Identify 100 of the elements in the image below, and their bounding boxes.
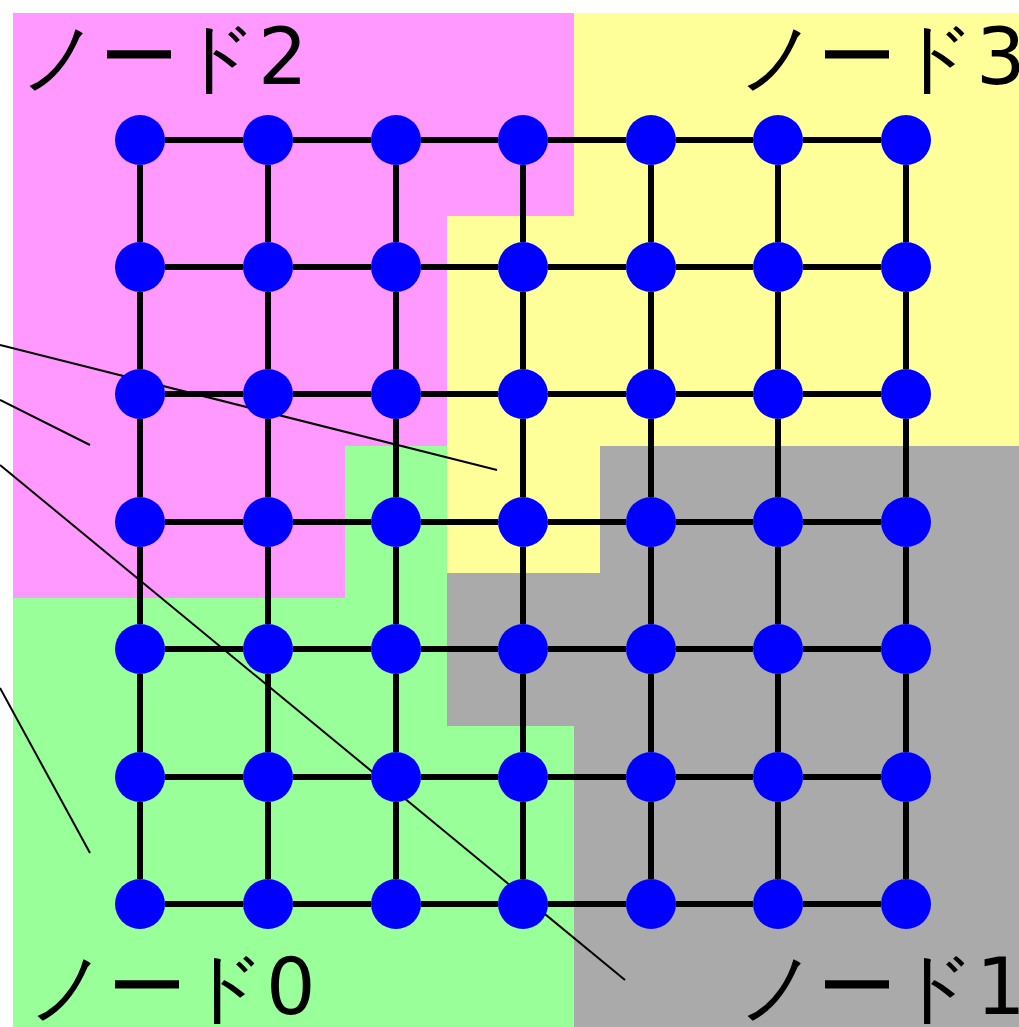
region-label: ノード3 — [738, 18, 1019, 96]
mesh-edge — [137, 802, 143, 879]
mesh-edge — [548, 264, 626, 270]
mesh-node — [626, 624, 676, 674]
mesh-edge — [548, 519, 626, 525]
mesh-edge — [393, 292, 399, 369]
mesh-edge — [548, 391, 626, 397]
mesh-node — [115, 369, 165, 419]
mesh-node — [243, 624, 293, 674]
mesh-edge — [165, 646, 243, 652]
mesh-edge — [903, 165, 909, 242]
mesh-edge — [137, 165, 143, 242]
mesh-node — [115, 879, 165, 929]
mesh-edge — [165, 774, 243, 780]
mesh-node — [115, 497, 165, 547]
mesh-node — [626, 369, 676, 419]
mesh-edge — [293, 519, 371, 525]
mesh-edge — [903, 547, 909, 624]
mesh-edge — [393, 802, 399, 879]
mesh-node — [371, 497, 421, 547]
mesh-edge — [137, 674, 143, 752]
mesh-node — [753, 624, 803, 674]
region-label: ノード2 — [20, 18, 308, 96]
mesh-edge — [165, 391, 243, 397]
mesh-edge — [676, 519, 753, 525]
mesh-edge — [548, 774, 626, 780]
mesh-edge — [265, 419, 271, 497]
mesh-node — [371, 624, 421, 674]
mesh-node — [626, 497, 676, 547]
mesh-edge — [293, 901, 371, 907]
mesh-edge — [548, 646, 626, 652]
mesh-edge — [265, 547, 271, 624]
mesh-node — [498, 752, 548, 802]
mesh-edge — [421, 391, 498, 397]
mesh-node — [498, 115, 548, 165]
mesh-edge — [648, 165, 654, 242]
mesh-node — [753, 369, 803, 419]
mesh-edge — [676, 646, 753, 652]
mesh-edge — [803, 391, 881, 397]
mesh-edge — [648, 419, 654, 497]
mesh-edge — [520, 802, 526, 879]
mesh-edge — [648, 802, 654, 879]
mesh-edge — [393, 674, 399, 752]
mesh-node — [626, 242, 676, 292]
mesh-edge — [775, 674, 781, 752]
mesh-node — [243, 879, 293, 929]
region-label: ノード1 — [738, 948, 1019, 1026]
mesh-node — [881, 624, 931, 674]
mesh-edge — [648, 674, 654, 752]
mesh-edge — [548, 137, 626, 143]
mesh-edge — [293, 264, 371, 270]
mesh-node — [881, 497, 931, 547]
mesh-node — [498, 879, 548, 929]
mesh-edge — [775, 419, 781, 497]
mesh-edge — [648, 292, 654, 369]
mesh-node — [753, 115, 803, 165]
mesh-edge — [293, 646, 371, 652]
mesh-edge — [421, 774, 498, 780]
mesh-edge — [520, 165, 526, 242]
mesh-edge — [293, 137, 371, 143]
mesh-node — [243, 115, 293, 165]
mesh-edge — [293, 391, 371, 397]
mesh-node — [371, 242, 421, 292]
mesh-edge — [137, 292, 143, 369]
mesh-edge — [803, 901, 881, 907]
mesh-edge — [265, 165, 271, 242]
mesh-edge — [676, 901, 753, 907]
mesh-edge — [903, 419, 909, 497]
region-label: ノード0 — [28, 948, 316, 1026]
mesh-edge — [393, 419, 399, 497]
mesh-edge — [421, 646, 498, 652]
mesh-node — [243, 752, 293, 802]
mesh-edge — [803, 519, 881, 525]
mesh-edge — [676, 391, 753, 397]
mesh-node — [881, 369, 931, 419]
mesh-edge — [803, 137, 881, 143]
mesh-edge — [421, 264, 498, 270]
mesh-node — [753, 752, 803, 802]
mesh-node — [371, 879, 421, 929]
mesh-edge — [775, 547, 781, 624]
mesh-edge — [520, 674, 526, 752]
mesh-node — [115, 115, 165, 165]
mesh-node — [881, 242, 931, 292]
mesh-node — [753, 497, 803, 547]
mesh-node — [498, 242, 548, 292]
mesh-edge — [421, 519, 498, 525]
mesh-node — [498, 624, 548, 674]
mesh-edge — [676, 774, 753, 780]
mesh-edge — [803, 264, 881, 270]
mesh-node — [498, 369, 548, 419]
mesh-edge — [165, 519, 243, 525]
mesh-edge — [803, 774, 881, 780]
mesh-edge — [421, 137, 498, 143]
mesh-edge — [393, 165, 399, 242]
mesh-edge — [903, 674, 909, 752]
mesh-node — [115, 242, 165, 292]
mesh-node — [881, 115, 931, 165]
mesh-edge — [520, 292, 526, 369]
mesh-edge — [421, 901, 498, 907]
mesh-edge — [393, 547, 399, 624]
